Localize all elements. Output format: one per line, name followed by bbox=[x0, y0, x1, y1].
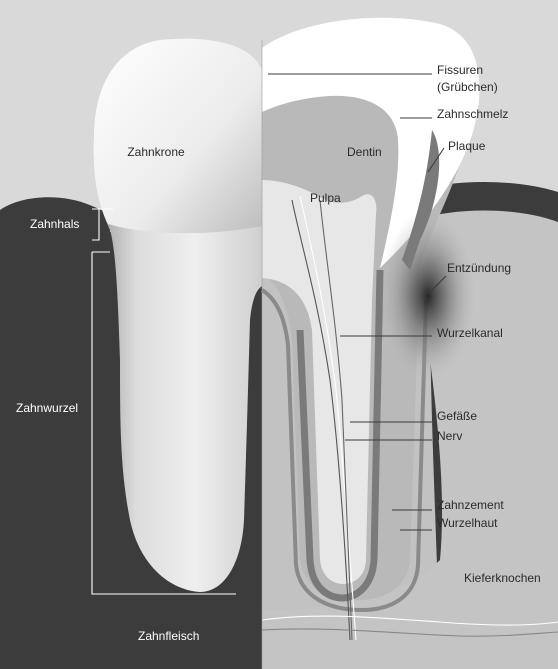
label-zahnwurzel: Zahnwurzel bbox=[16, 401, 78, 415]
label-dentin: Dentin bbox=[347, 145, 382, 159]
label-zahnzement: Zahnzement bbox=[437, 498, 504, 512]
label-wurzelhaut: Wurzelhaut bbox=[437, 516, 498, 530]
label-zahnfleisch: Zahnfleisch bbox=[138, 629, 199, 643]
label-entzuendung: Entzündung bbox=[447, 261, 511, 275]
label-gefaesse: Gefäße bbox=[437, 409, 477, 423]
label-fissuren: Fissuren bbox=[437, 63, 483, 77]
label-zahnhals: Zahnhals bbox=[30, 217, 79, 231]
tooth-photo-crown bbox=[94, 39, 262, 234]
inflammation-spot bbox=[380, 210, 476, 382]
label-nerv: Nerv bbox=[437, 429, 462, 443]
label-plaque: Plaque bbox=[448, 139, 486, 153]
label-kieferknochen: Kieferknochen bbox=[464, 571, 541, 585]
label-zahnschmelz: Zahnschmelz bbox=[437, 107, 508, 121]
label-wurzelkanal: Wurzelkanal bbox=[437, 326, 503, 340]
label-fissuren-line2: (Grübchen) bbox=[437, 80, 498, 94]
label-pulpa: Pulpa bbox=[310, 191, 341, 205]
label-zahnkrone: Zahnkrone bbox=[127, 145, 185, 159]
